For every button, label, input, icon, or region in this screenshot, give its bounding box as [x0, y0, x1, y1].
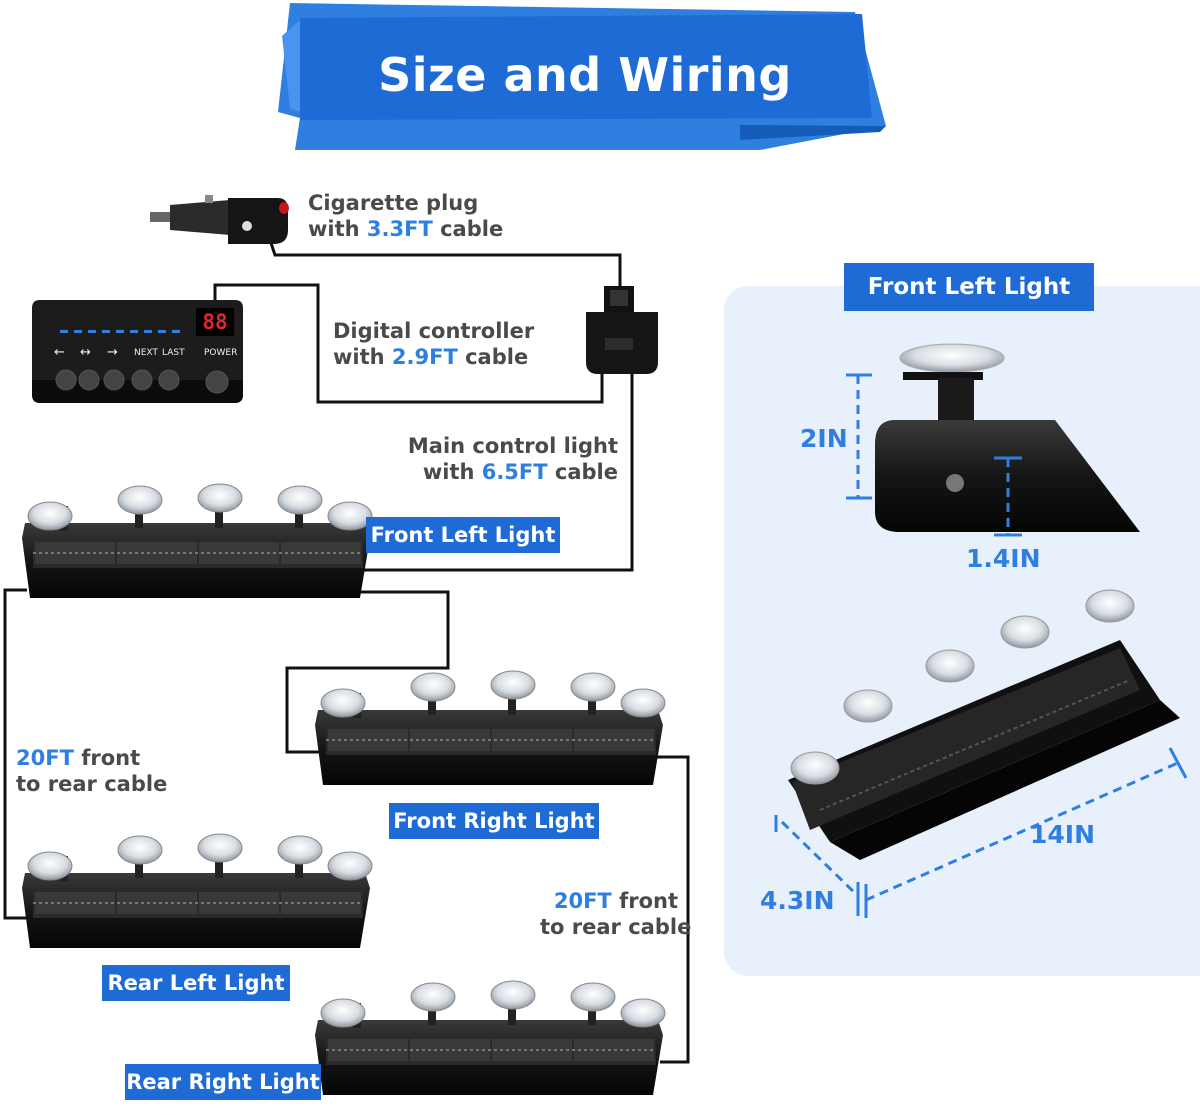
cigarette-cable-length: 3.3FT [366, 217, 433, 241]
power-label: POWER [204, 348, 238, 358]
controller-title: Digital controller [333, 319, 535, 343]
height-dimension: 2IN [800, 424, 848, 453]
next-label: NEXT [134, 348, 158, 358]
front-left-light-label: Front Left Light [366, 517, 560, 553]
left-cable-length: 20FT [16, 746, 74, 770]
digital-controller [32, 300, 243, 403]
rear-right-light-bar [314, 980, 666, 1096]
right-arrow-icon: → [107, 345, 118, 360]
last-label: LAST [162, 348, 185, 358]
page-title: Size and Wiring [378, 48, 792, 102]
cigarette-plug-title: Cigarette plug [308, 191, 479, 215]
left-cable-note: 20FT front to rear cable [16, 746, 168, 796]
panel-title-label: Front Left Light [844, 263, 1094, 311]
main-cable-length: 6.5FT [481, 460, 548, 484]
width-dimension: 4.3IN [760, 886, 835, 915]
right-cable-length: 20FT [553, 889, 612, 913]
rear-left-light-bar [21, 833, 373, 949]
cigarette-plug [150, 195, 289, 244]
right-cable-note: 20FT front to rear cable [540, 889, 692, 939]
controller-display: 88 [202, 310, 228, 334]
front-left-light-bar [21, 483, 373, 599]
controller-cable-length: 2.9FT [391, 345, 458, 369]
splitter-hub [586, 286, 658, 374]
front-right-light-bar [314, 670, 666, 786]
main-light-note: Main control light with 6.5FT cable [400, 433, 618, 485]
perspective-light [788, 589, 1180, 860]
rear-left-light-label: Rear Left Light [102, 965, 290, 1001]
main-light-title: Main control light [407, 434, 618, 458]
controller-note: Digital controller with 2.9FT cable [333, 319, 535, 369]
front-right-light-label: Front Right Light [389, 803, 599, 839]
depth-dimension: 1.4IN [966, 544, 1041, 573]
cigarette-plug-note: Cigarette plug with 3.3FT cable [308, 191, 504, 241]
left-arrow-icon: ← [54, 345, 65, 360]
length-dimension: 14IN [1030, 820, 1096, 849]
rear-right-light-label: Rear Right Light [125, 1064, 321, 1100]
both-arrow-icon: ↔ [80, 345, 91, 360]
